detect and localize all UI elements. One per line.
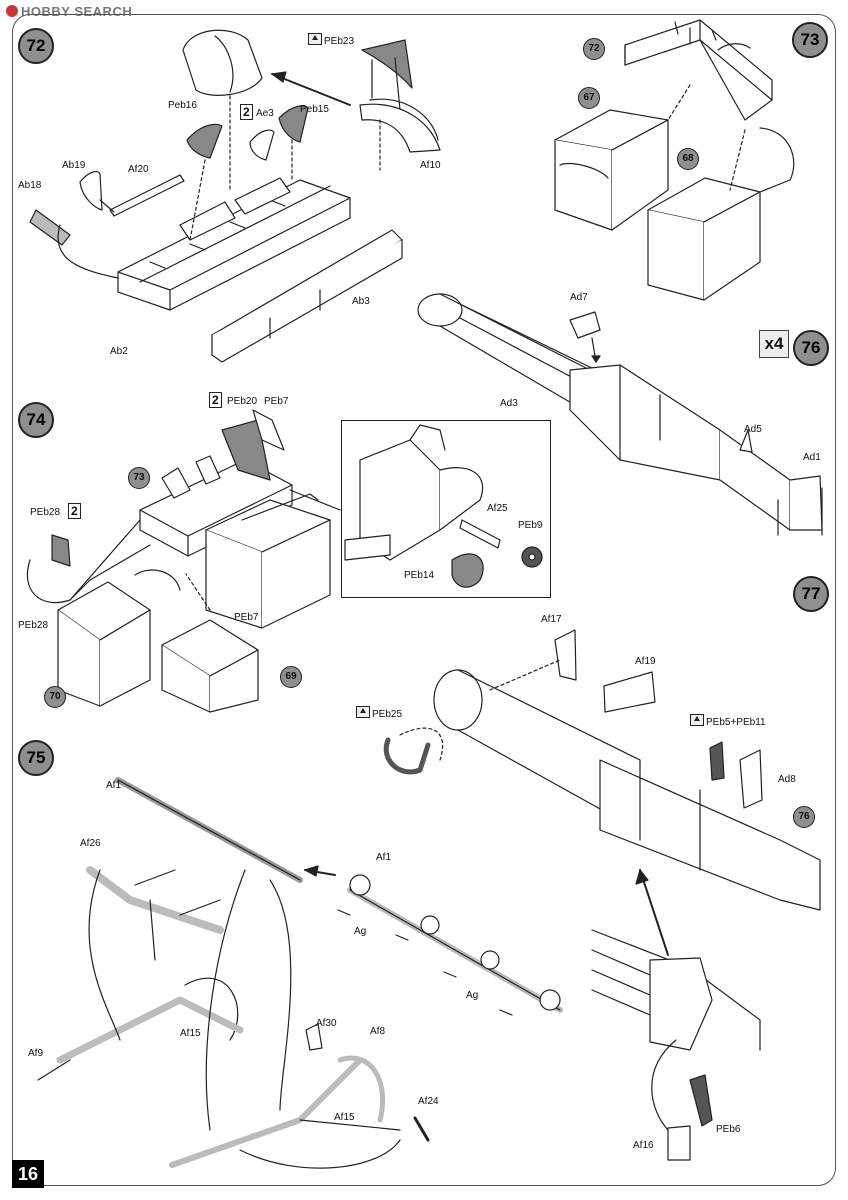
label-af19: Af19 [635,656,656,667]
label-ad3: Ad3 [500,398,518,409]
step-77-drawing [386,630,820,1160]
step-75-badge: 75 [18,740,54,776]
step-75-drawing [38,780,560,1168]
photo-etch-icon [308,33,322,45]
label-af25: Af25 [487,503,508,514]
label-af10: Af10 [420,160,441,171]
watermark: HOBBY SEARCH [6,4,132,19]
step-73-badge: 73 [792,22,828,58]
label-ag-bottom: Ag [466,990,479,1001]
label-peb9: PEb9 [518,520,543,531]
logo-icon [6,5,18,17]
step-72-badge: 72 [18,28,54,64]
ref-70-badge: 70 [44,686,66,708]
quantity-peb20: 2 [209,391,222,408]
label-peb23: PEb23 [308,33,354,47]
label-af20: Af20 [128,164,149,175]
quantity-peb28: 2 [68,502,81,519]
label-af15-right: Af15 [334,1112,355,1123]
label-ab3: Ab3 [352,296,370,307]
quantity-ae3: 2 [240,103,253,120]
label-ag-top: Ag [354,926,367,937]
step-72-drawing [30,30,440,362]
label-ab2: Ab2 [110,346,128,357]
label-af8: Af8 [370,1026,386,1037]
label-af17: Af17 [541,614,562,625]
label-peb16: Peb16 [168,100,197,111]
step-73-drawing [555,20,794,300]
label-af15-left: Af15 [180,1028,201,1039]
label-peb7-top: PEb7 [264,396,289,407]
photo-etch-icon [356,706,370,718]
label-ad5: Ad5 [744,424,762,435]
step-74-badge: 74 [18,402,54,438]
label-af1-right: Af1 [376,852,392,863]
multiplier-badge: x4 [759,330,789,358]
step-74-drawing [27,410,340,712]
label-af24: Af24 [418,1096,439,1107]
label-peb28-top: PEb28 [30,507,61,518]
label-peb6: PEb6 [716,1124,741,1135]
label-ae3: Ae3 [256,108,274,119]
label-peb15: Peb15 [300,104,329,115]
label-af1-left: Af1 [106,780,122,791]
label-ad8: Ad8 [778,774,796,785]
label-af26: Af26 [80,838,101,849]
label-peb14: PEb14 [404,570,435,581]
label-ab18: Ab18 [18,180,42,191]
label-peb25: PEb25 [356,706,402,720]
step-76-drawing [418,294,822,535]
inset-frame [341,420,551,598]
step-76-badge: 76 [793,330,829,366]
label-peb20: PEb20 [227,396,258,407]
label-peb5-peb11: PEb5+PEb11 [690,714,766,728]
step-77-badge: 77 [793,576,829,612]
label-ab19: Ab19 [62,160,86,171]
photo-etch-icon [690,714,704,726]
page-frame [12,14,836,1186]
ref-73-badge: 73 [128,467,150,489]
ref-72-badge: 72 [583,38,605,60]
label-peb7-bottom: PEb7 [234,612,259,623]
label-ad1: Ad1 [803,452,821,463]
label-ad7: Ad7 [570,292,588,303]
label-peb28-bottom: PEb28 [18,620,49,631]
ref-69-badge: 69 [280,666,302,688]
page-number: 16 [12,1160,44,1188]
inset-detail-drawing [345,425,542,587]
label-af30: Af30 [316,1018,337,1029]
ref-68-badge: 68 [677,148,699,170]
label-af9: Af9 [28,1048,44,1059]
label-af16: Af16 [633,1140,654,1151]
ref-67-badge: 67 [578,87,600,109]
ref-76-badge: 76 [793,806,815,828]
